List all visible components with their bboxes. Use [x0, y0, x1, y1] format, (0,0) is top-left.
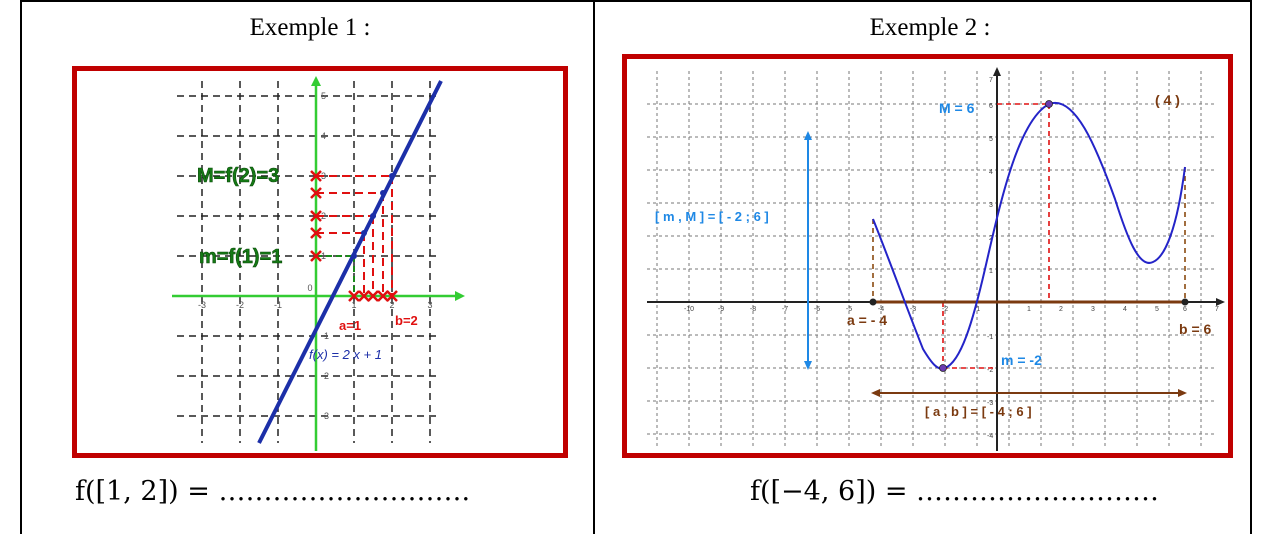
example2-interval-arrow-right — [1178, 389, 1187, 397]
svg-text:-3: -3 — [910, 306, 916, 313]
svg-text:-2: -2 — [987, 367, 993, 374]
svg-text:6: 6 — [1183, 306, 1187, 313]
example1-graph-frame: -3 -2 -1 0 1 2 3 5 4 3 2 1 -1 -2 -3 — [72, 66, 568, 458]
example2-index-label: ( 4 ) — [1155, 92, 1180, 108]
example1-green-guides — [316, 255, 355, 296]
svg-text:-1: -1 — [987, 334, 993, 341]
svg-text:-2: -2 — [942, 306, 948, 313]
example2-interval-label: [ a , b ] = [ - 4 ; 6 ] — [925, 404, 1032, 419]
example1-line-points — [351, 173, 395, 259]
example1-cross-markers — [310, 170, 398, 302]
example1-x-arrow — [455, 291, 465, 301]
example2-grid — [647, 71, 1217, 449]
example2-max-point — [1045, 100, 1053, 108]
example1-function-line — [257, 80, 443, 444]
svg-text:-1: -1 — [274, 300, 282, 310]
svg-text:-5: -5 — [846, 306, 852, 313]
svg-text:-4: -4 — [987, 433, 993, 440]
svg-text:-10: -10 — [684, 306, 694, 313]
example1-x-ticks: -3 -2 -1 0 1 2 3 — [198, 283, 433, 310]
example2-M-label: M = 6 — [939, 100, 975, 116]
svg-text:1: 1 — [351, 300, 356, 310]
svg-text:-9: -9 — [718, 306, 724, 313]
svg-text:4: 4 — [321, 131, 326, 141]
example2-formula: f([−4, 6]) = ……………………… — [750, 476, 1160, 507]
example2-range-arrow-bottom — [804, 361, 812, 370]
svg-text:1: 1 — [321, 251, 326, 261]
example2-x-ticks: -10 -9 -8 -7 -6 -5 -4 -3 -2 -1 1 2 3 4 5… — [684, 306, 1219, 313]
svg-text:-6: -6 — [814, 306, 820, 313]
example1-m-label: m=f(1)=1 — [199, 246, 282, 268]
examples-table — [20, 0, 1252, 534]
svg-text:6: 6 — [989, 103, 993, 110]
svg-text:1: 1 — [989, 268, 993, 275]
example2-m-M-projections — [942, 103, 1050, 369]
svg-text:-8: -8 — [750, 306, 756, 313]
example2-graph-frame: -10 -9 -8 -7 -6 -5 -4 -3 -2 -1 1 2 3 4 5… — [622, 54, 1233, 458]
example2-function-curve — [872, 101, 1186, 370]
svg-text:3: 3 — [427, 300, 432, 310]
svg-text:-2: -2 — [321, 371, 329, 381]
example1-title: Exemple 1 : — [249, 14, 371, 41]
svg-text:-7: -7 — [782, 306, 788, 313]
example2-y-ticks: 7 6 5 4 3 2 1 -1 -2 -3 -4 — [987, 77, 993, 440]
example2-min-point — [939, 364, 947, 372]
example2-range-arrow-top — [804, 131, 812, 140]
svg-text:2: 2 — [389, 300, 394, 310]
svg-text:4: 4 — [989, 169, 993, 176]
example2-a-label: a = - 4 — [847, 312, 887, 328]
svg-text:-3: -3 — [198, 300, 206, 310]
example1-y-arrow — [311, 76, 321, 86]
svg-text:0: 0 — [307, 283, 312, 293]
svg-text:4: 4 — [1123, 306, 1127, 313]
svg-text:-3: -3 — [987, 400, 993, 407]
example1-formula: f([1, 2]) = ………………………. — [75, 476, 471, 507]
table-left-border — [20, 0, 22, 534]
example2-m-label: m = -2 — [1001, 352, 1042, 368]
example2-b-point — [1181, 298, 1189, 306]
svg-text:-4: -4 — [878, 306, 884, 313]
example2-title: Exemple 2 : — [869, 14, 991, 41]
svg-text:-1: -1 — [974, 306, 980, 313]
svg-text:3: 3 — [1091, 306, 1095, 313]
svg-text:-2: -2 — [236, 300, 244, 310]
example2-endpoint-guides — [872, 167, 1186, 302]
svg-text:-3: -3 — [321, 411, 329, 421]
svg-text:2: 2 — [989, 235, 993, 242]
example2-a-point — [869, 298, 877, 306]
example2-interval-arrow-left — [871, 389, 880, 397]
example2-x-arrow — [1216, 298, 1225, 306]
svg-text:7: 7 — [989, 77, 993, 84]
svg-text:2: 2 — [1059, 306, 1063, 313]
example1-projection-lines — [316, 175, 393, 296]
svg-text:-1: -1 — [321, 331, 329, 341]
example1-a-label: a=1 — [339, 318, 361, 333]
svg-text:1: 1 — [1027, 306, 1031, 313]
svg-text:7: 7 — [1215, 306, 1219, 313]
table-middle-border — [593, 0, 595, 534]
example2-graph: -10 -9 -8 -7 -6 -5 -4 -3 -2 -1 1 2 3 4 5… — [647, 67, 1225, 451]
example1-M-label: M=f(2)=3 — [197, 165, 279, 187]
svg-text:3: 3 — [989, 202, 993, 209]
example2-y-arrow — [993, 67, 1001, 76]
table-top-border — [20, 0, 1252, 2]
example1-graph: -3 -2 -1 0 1 2 3 5 4 3 2 1 -1 -2 -3 — [172, 76, 465, 451]
svg-text:5: 5 — [321, 91, 326, 101]
svg-text:5: 5 — [1155, 306, 1159, 313]
example1-b-label: b=2 — [395, 313, 418, 328]
example2-range-label: [ m , M ] = [ - 2 ; 6 ] — [655, 209, 769, 224]
example1-function-label: f(x) = 2 x + 1 — [309, 347, 382, 362]
table-right-border — [1250, 0, 1252, 534]
svg-text:5: 5 — [989, 136, 993, 143]
example2-b-label: b = 6 — [1179, 321, 1212, 337]
